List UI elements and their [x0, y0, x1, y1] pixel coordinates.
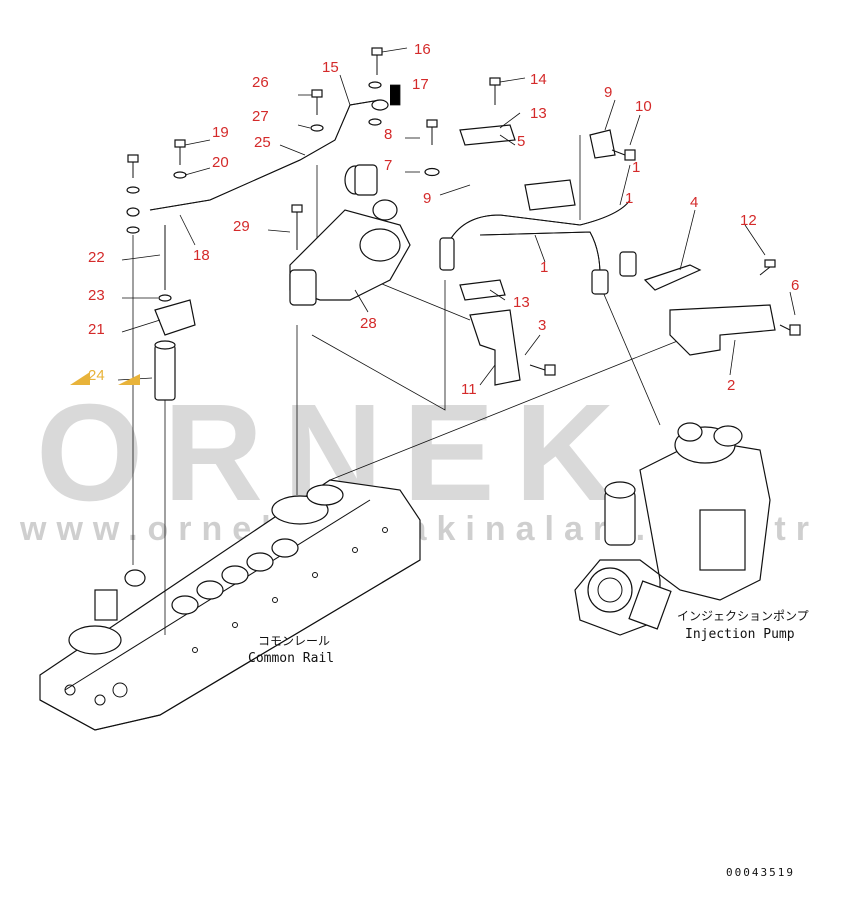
- callout-13: 13: [513, 294, 530, 311]
- callout-13: 13: [530, 105, 547, 122]
- callout-12: 12: [740, 212, 757, 229]
- callout-21: 21: [88, 321, 105, 338]
- callout-23: 23: [88, 287, 105, 304]
- fuel-tubes: [149, 99, 637, 295]
- callout-4: 4: [690, 194, 698, 211]
- common-rail: コモンレール Common Rail: [39, 479, 421, 731]
- injector-ports: [94, 538, 299, 621]
- callout-14: 14: [530, 71, 547, 88]
- callout-6: 6: [791, 277, 799, 294]
- highlight-marker: [70, 372, 90, 385]
- callout-5: 5: [517, 133, 525, 150]
- callout-9: 9: [604, 84, 612, 101]
- callout-27: 27: [252, 108, 269, 125]
- callout-3: 3: [538, 317, 546, 334]
- callout-17: 17: [412, 76, 429, 93]
- callout-8: 8: [384, 126, 392, 143]
- callout-10: 10: [635, 98, 652, 115]
- spacer-and-stud: [154, 225, 176, 401]
- brackets: [154, 124, 776, 386]
- callout-1: 1: [632, 159, 640, 176]
- callout-25: 25: [254, 134, 271, 151]
- injection-pump-label-en: Injection Pump: [685, 627, 795, 642]
- callout-26: 26: [252, 74, 269, 91]
- callout-29: 29: [233, 218, 250, 235]
- callout-15: 15: [322, 59, 339, 76]
- callout-2: 2: [727, 377, 735, 394]
- rail-bolt-holes: [192, 527, 388, 653]
- washers: [126, 81, 440, 302]
- callout-24: 24: [88, 367, 105, 384]
- callout-22: 22: [88, 249, 105, 266]
- callouts: 1 1 1 2 3 4 5 6 7 8 9 9 10 11 12 13 13 1…: [88, 41, 799, 398]
- leader-lines: [117, 47, 796, 386]
- highlight-marker: [118, 374, 140, 385]
- callout-16: 16: [414, 41, 431, 58]
- callout-19: 19: [212, 124, 229, 141]
- callout-11: 11: [461, 381, 477, 398]
- callout-7: 7: [384, 157, 392, 174]
- common-rail-label-en: Common Rail: [248, 651, 334, 666]
- pressure-limiter-block: [289, 164, 411, 306]
- callout-1: 1: [625, 190, 633, 207]
- reference-lines: [132, 135, 681, 635]
- bolts: [127, 47, 801, 376]
- callout-28: 28: [360, 315, 377, 332]
- drawing-number: 00043519: [726, 866, 795, 879]
- callout-18: 18: [193, 247, 210, 264]
- injection-pump: インジェクションポンプ Injection Pump: [574, 422, 809, 642]
- callout-20: 20: [212, 154, 229, 171]
- injection-pump-label-jp: インジェクションポンプ: [677, 609, 809, 623]
- common-rail-label-jp: コモンレール: [258, 634, 330, 648]
- callout-1: 1: [540, 259, 548, 276]
- callout-9: 9: [423, 190, 431, 207]
